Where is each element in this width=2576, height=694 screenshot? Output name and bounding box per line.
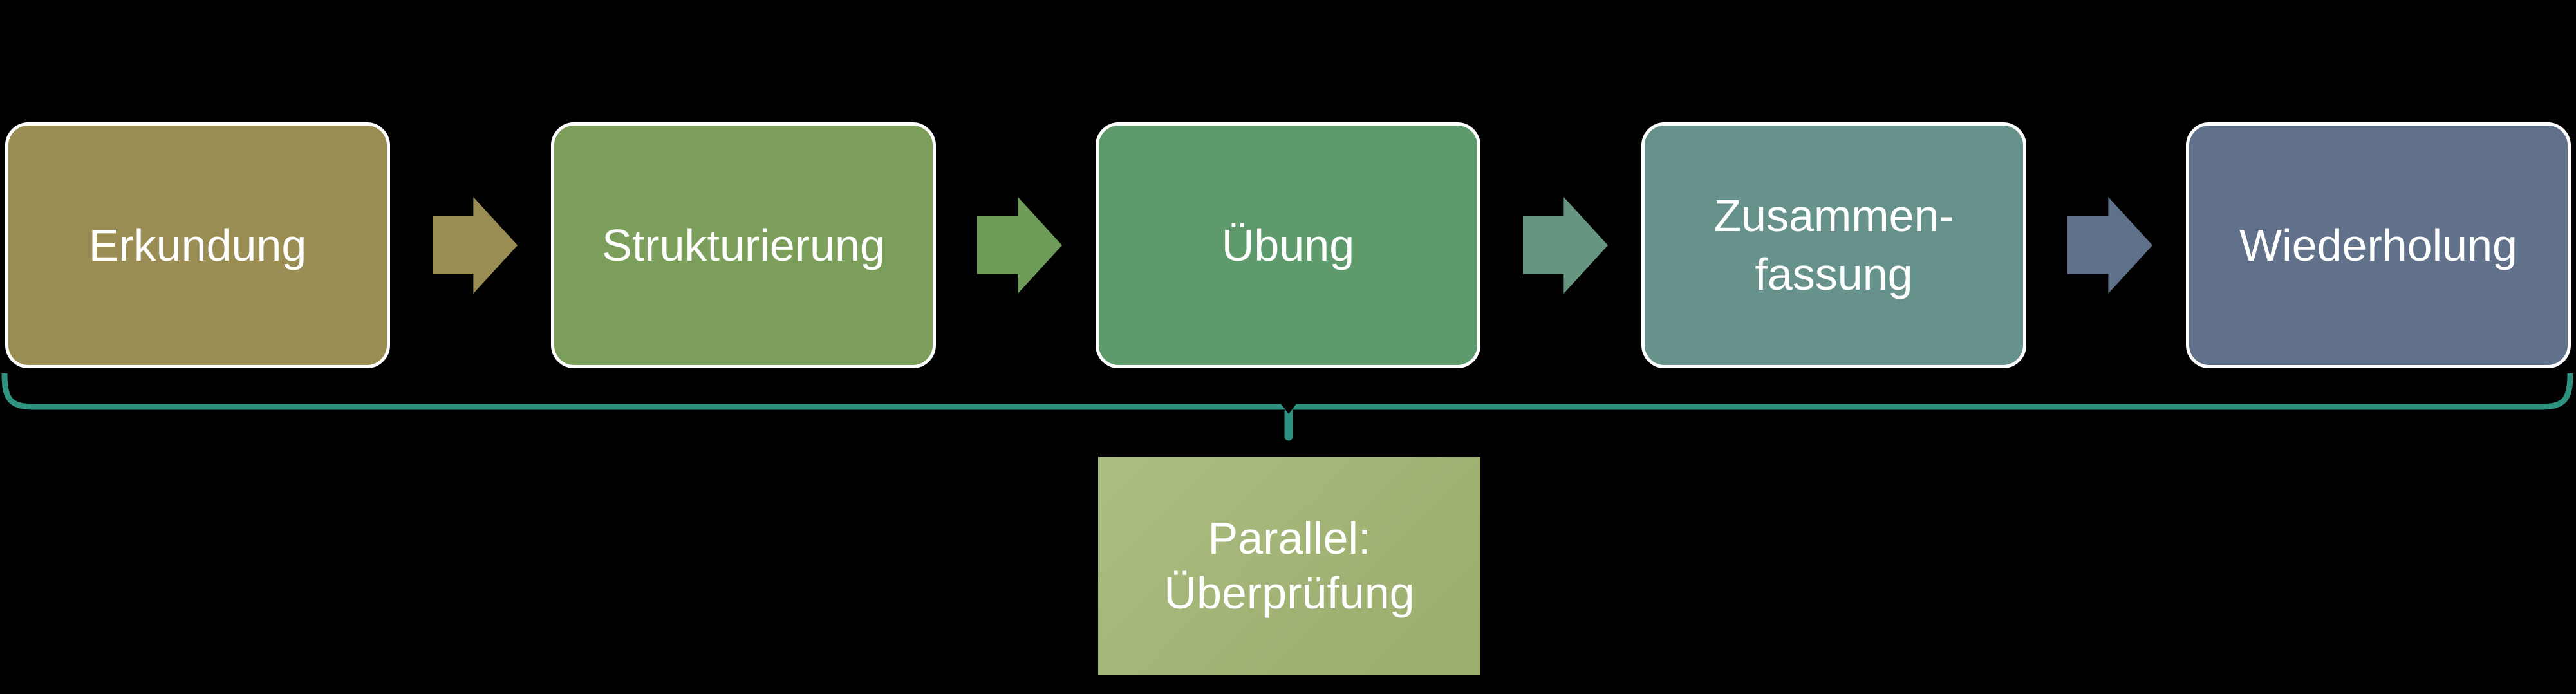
arrow-right-icon — [977, 197, 1062, 294]
parallel-box-label: Parallel: — [1208, 512, 1371, 563]
parallel-box: Parallel: Überprüfung — [1098, 457, 1480, 675]
arrow-right-icon — [2067, 197, 2152, 294]
flow-step-label: fassung — [1755, 249, 1913, 299]
flow-step-zusammenfassung: Zusammen- fassung — [1641, 122, 2026, 368]
bracket-line — [1, 373, 2573, 410]
flow-step-label: Strukturierung — [602, 220, 885, 270]
flow-step-label: Übung — [1221, 220, 1355, 270]
parallel-box-label: Überprüfung — [1164, 568, 1415, 618]
flow-step-label: Erkundung — [88, 220, 307, 270]
flow-step-label: Zusammen- — [1713, 191, 1954, 241]
flow-step-label: Wiederholung — [2239, 220, 2517, 270]
bracket-notch — [1280, 403, 1297, 414]
arrow-right-icon — [1523, 197, 1608, 294]
flow-step-wiederholung: Wiederholung — [2186, 122, 2571, 368]
arrow-right-icon — [433, 197, 518, 294]
flow-step-erkundung: Erkundung — [5, 122, 390, 368]
flow-step-strukturierung: Strukturierung — [551, 122, 936, 368]
flow-step-uebung: Übung — [1096, 122, 1480, 368]
